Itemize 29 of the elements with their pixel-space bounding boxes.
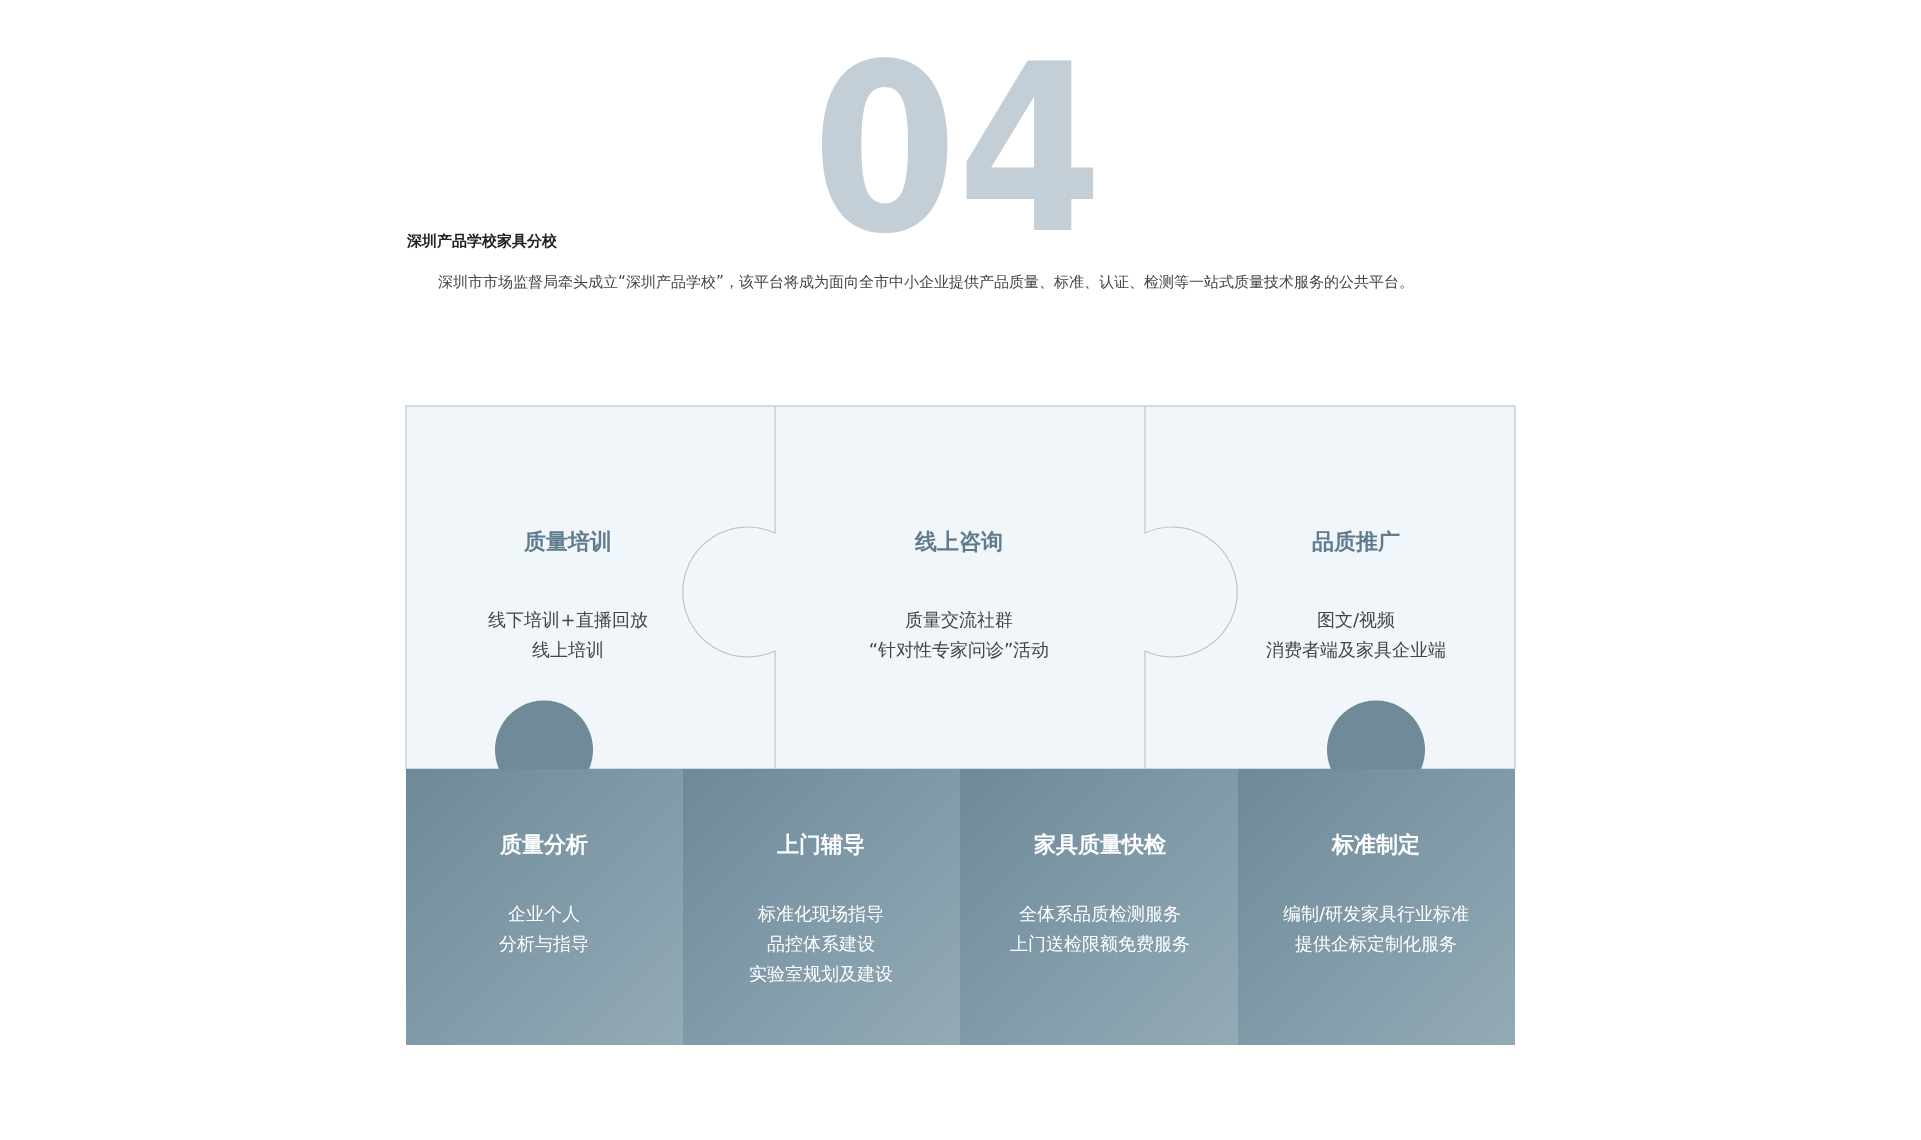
card-text: 企业个人	[508, 902, 580, 926]
card-heading: 质量分析	[500, 831, 588, 859]
card-text: 线下培训+直播回放	[488, 608, 648, 632]
card-heading: 家具质量快检	[1034, 831, 1166, 859]
card-heading: 品质推广	[1312, 528, 1400, 556]
card-text: “针对性专家问诊”活动	[868, 638, 1050, 662]
card-text: 线上培训	[532, 638, 604, 662]
card-heading: 上门辅导	[777, 831, 865, 859]
card-text: 品控体系建设	[767, 932, 875, 956]
card-text: 提供企标定制化服务	[1295, 932, 1457, 956]
big-number: 04	[812, 34, 1103, 266]
card-heading: 质量培训	[524, 528, 612, 556]
title: 深圳产品学校家具分校	[407, 232, 557, 251]
card-text: 上门送检限额免费服务	[1010, 932, 1190, 956]
service-card	[960, 769, 1238, 1045]
card-text: 实验室规划及建设	[749, 962, 893, 986]
description-text: 深圳市市场监督局牵头成立“深圳产品学校”，该平台将成为面向全市中小企业提供产品质量、标准、认证、检测等一站式质量技术服务的公共平台。	[438, 272, 1414, 293]
service-card	[683, 769, 960, 1045]
card-text: 质量交流社群	[905, 608, 1013, 632]
card-text: 消费者端及家具企业端	[1266, 638, 1446, 662]
card-text: 编制/研发家具行业标准	[1282, 902, 1470, 926]
card-text: 图文/视频	[1316, 608, 1396, 632]
card-heading: 线上咨询	[915, 528, 1003, 556]
service-card	[406, 769, 683, 1045]
card-text: 分析与指导	[499, 932, 589, 956]
card-text: 标准化现场指导	[758, 902, 884, 926]
card-heading: 标准制定	[1332, 831, 1420, 859]
card-text: 全体系品质检测服务	[1019, 902, 1181, 926]
service-card	[1238, 769, 1515, 1045]
